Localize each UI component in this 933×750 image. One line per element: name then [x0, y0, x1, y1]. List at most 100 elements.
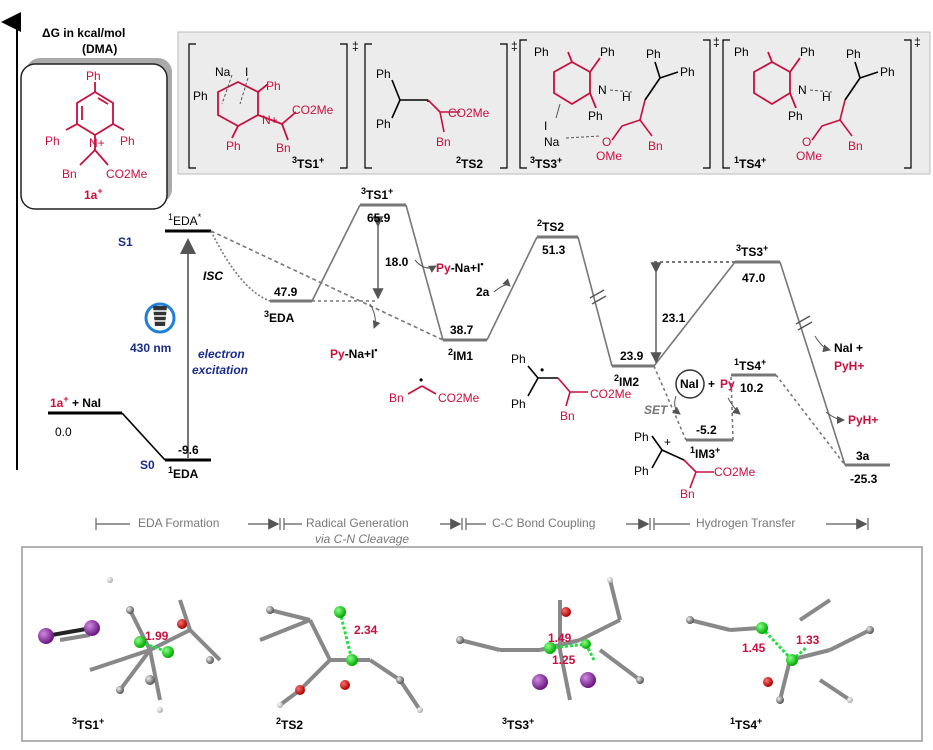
ts3-n: N — [598, 83, 607, 97]
radical-bn: Bn — [389, 391, 404, 405]
axis-break-marks — [589, 289, 813, 331]
ts2-label: 2TS2 — [456, 155, 483, 171]
geometry-ts3-label: 3TS3+ — [502, 716, 534, 732]
ts3-ph-b: Ph — [600, 45, 615, 59]
phase-radical: Radical Generation — [306, 516, 409, 530]
axis-title-line1: ΔG in kcal/mol — [42, 26, 125, 40]
ts2-ph-top: Ph — [376, 67, 391, 81]
excitation-line1: electron — [198, 347, 245, 361]
ts3-o: O — [602, 135, 611, 149]
val-ts1: 65.9 — [367, 211, 391, 225]
name-im1: 2IM1 — [448, 347, 473, 363]
ts1-dagger: ‡ — [352, 39, 359, 53]
ts4-ph-a: Ph — [734, 45, 749, 59]
ts1-ph-bottom: Ph — [226, 139, 241, 153]
val-prod: -25.3 — [850, 472, 878, 486]
ts4-ph-b: Ph — [800, 45, 815, 59]
ts2-ph-bottom: Ph — [376, 117, 391, 131]
reactant-ester: CO2Me — [106, 167, 148, 181]
start-species: 1a+ + NaI — [50, 394, 101, 410]
val-ts3: 47.0 — [742, 271, 766, 285]
val-im3: -5.2 — [696, 423, 717, 437]
reactant-ph-right: Ph — [120, 134, 135, 148]
name-ts3: 3TS3+ — [736, 243, 768, 259]
ts4-o: O — [802, 135, 811, 149]
val-ts4: 10.2 — [740, 381, 764, 395]
ts3-h: H — [622, 90, 631, 104]
ts3-distance-2: 1.25 — [552, 653, 576, 667]
ts4-ph-d: Ph — [846, 47, 861, 61]
ts1-nplus: N+ — [262, 113, 278, 127]
name-ts1: 3TS1+ — [361, 186, 393, 202]
cation-plus: + — [664, 435, 671, 449]
isc-label: ISC — [203, 269, 223, 283]
ts3-ph-c: Ph — [588, 109, 603, 123]
ts2-distance: 2.34 — [354, 623, 378, 637]
ts4-label: 1TS4+ — [734, 155, 766, 171]
geometry-ts2-label: 2TS2 — [276, 716, 303, 732]
name-eda3: 3EDA — [264, 309, 295, 325]
phase-eda: EDA Formation — [138, 516, 219, 530]
radical-dot: • — [419, 373, 423, 387]
ts3-dagger: ‡ — [713, 35, 720, 49]
cation-ph-top: Ph — [634, 430, 649, 444]
radical-fragment: Bn • CO2Me — [389, 373, 480, 405]
reactant-label: 1a+ — [84, 186, 103, 202]
reactant-bn: Bn — [62, 167, 77, 181]
cation-bn: Bn — [680, 487, 695, 501]
adduct-fragment: Ph Ph • CO2Me Bn — [511, 352, 632, 423]
val-im2: 23.9 — [620, 349, 644, 363]
ts3-ph-e: Ph — [680, 65, 695, 79]
state-s0: S0 — [140, 458, 155, 472]
phase-ht: Hydrogen Transfer — [696, 516, 795, 530]
ts1-ester: CO2Me — [292, 103, 334, 117]
geometry-ts1: 1.99 3TS1+ — [38, 577, 222, 732]
ts4-distance-1: 1.45 — [742, 641, 766, 655]
excitation-line2: excitation — [192, 363, 248, 377]
ts3-structure: Ph Ph Ph N H Ph Ph I Na O OMe Bn ‡ 3TS3+ — [519, 35, 720, 171]
set-py: Py — [720, 377, 735, 391]
energy-levels — [48, 203, 890, 467]
axis-title-line2: (DMA) — [82, 42, 117, 56]
barrier2-value: 23.1 — [662, 311, 686, 325]
adduct-dot: • — [540, 363, 544, 377]
ts3-label: 3TS3+ — [530, 155, 562, 171]
val-ts2: 51.3 — [542, 243, 566, 257]
pathway-connectors — [121, 204, 846, 466]
ts3-i: I — [544, 119, 547, 133]
name-ts4: 1TS4+ — [734, 357, 766, 373]
adduct-bn: Bn — [560, 409, 575, 423]
ts4-h: H — [822, 90, 831, 104]
cation-ester: CO2Me — [714, 465, 756, 479]
ts1-ph-right: Ph — [266, 79, 281, 93]
ts1-distance: 1.99 — [145, 629, 169, 643]
py-nai-2: Py-Na+I• — [330, 345, 378, 361]
ts4-bn: Bn — [848, 139, 863, 153]
name-ts2: 2TS2 — [537, 218, 564, 234]
ts1-na: Na — [215, 65, 231, 79]
pyh-product-1: PyH+ — [834, 359, 864, 373]
geometry-ts4-label: 1TS4+ — [730, 716, 762, 732]
geometry-ts4: 1.45 1.33 1TS4+ — [686, 598, 874, 732]
set-label: SET — [644, 403, 669, 417]
geometry-ts3: 1.49 1.25 3TS3+ — [456, 577, 644, 732]
ts3-distance-1: 1.49 — [548, 631, 572, 645]
ts3-ph-d: Ph — [646, 47, 661, 61]
lightbulb-icon — [144, 302, 176, 334]
reactant-nplus: N+ — [89, 136, 105, 150]
nai-plus-product: NaI + — [834, 341, 863, 355]
name-eda-s1: 1EDA* — [168, 212, 202, 228]
geometry-ts2: 2.34 2TS2 — [259, 606, 423, 732]
adduct-ph-top: Ph — [511, 352, 526, 366]
ts1-structure: Na I Ph Ph Ph N+ CO2Me Bn ‡ 3TS1+ — [188, 39, 359, 171]
reactant-ph-top: Ph — [86, 69, 101, 83]
ts4-n: N — [798, 83, 807, 97]
reactant-ph-left: Ph — [45, 134, 60, 148]
val-start: 0.0 — [55, 425, 72, 439]
wavelength-label: 430 nm — [130, 341, 171, 355]
phase-radical-sub: via C-N Cleavage — [315, 532, 409, 546]
adduct-ester: CO2Me — [590, 387, 632, 401]
py-nai-1: Py-Na+I• — [436, 259, 484, 275]
ts3-ph-a: Ph — [534, 45, 549, 59]
